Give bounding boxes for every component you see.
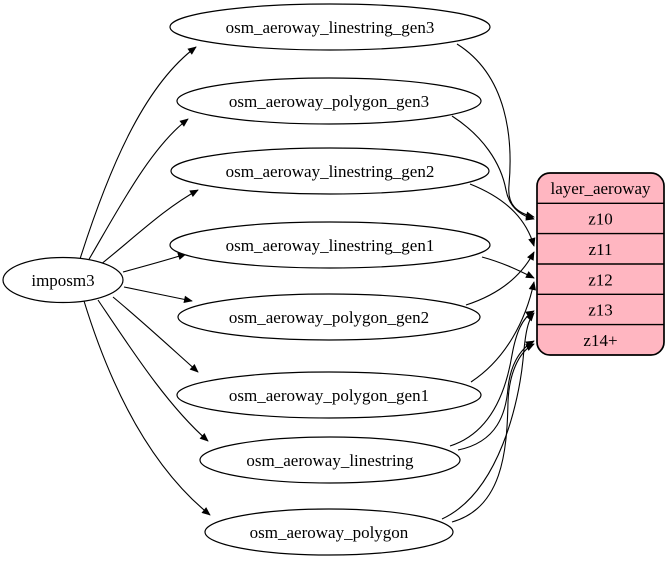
layer-row-z12: z12 [588, 270, 613, 289]
layer-row-z13: z13 [588, 301, 613, 320]
edge-polygon-gen3-z10 [451, 115, 535, 221]
edge-linestring-gen1-z12 [481, 256, 535, 279]
table-ellipse [177, 293, 481, 341]
table-ellipse [170, 147, 490, 195]
table-ellipse [169, 221, 491, 269]
edge-imposm3-linestring-gen2 [99, 189, 199, 266]
edge-polygon-gen1-z12 [470, 281, 536, 383]
table-node-osm-aeroway-polygon-gen1: osm_aeroway_polygon_gen1 [176, 371, 482, 419]
table-nodes: osm_aeroway_linestring_gen3 osm_aeroway_… [169, 3, 491, 556]
table-ellipse [204, 508, 454, 556]
table-node-osm-aeroway-linestring-gen3: osm_aeroway_linestring_gen3 [169, 3, 491, 51]
edge-imposm3-linestring-gen1 [122, 252, 187, 273]
edge-polygon-gen2-z11 [465, 251, 535, 306]
edges-to-layer [441, 43, 536, 523]
edge-imposm3-linestring-gen3 [79, 46, 197, 260]
imposm3-ellipse [2, 256, 124, 304]
table-node-osm-aeroway-polygon-gen3: osm_aeroway_polygon_gen3 [176, 77, 482, 125]
edge-imposm3-polygon [83, 300, 211, 516]
table-node-osm-aeroway-linestring-gen2: osm_aeroway_linestring_gen2 [170, 147, 490, 195]
layer-row-z10: z10 [588, 210, 613, 229]
edge-imposm3-polygon-gen2 [123, 286, 193, 304]
table-label: osm_aeroway_linestring [246, 451, 414, 470]
table-label: osm_aeroway_linestring_gen2 [226, 162, 435, 181]
edges-from-source [79, 46, 211, 516]
edge-polygon-z14 [451, 343, 535, 523]
table-ellipse [169, 3, 491, 51]
edge-linestring-gen2-z11 [469, 183, 536, 247]
table-label: osm_aeroway_linestring_gen3 [226, 18, 435, 37]
layer-title: layer_aeroway [550, 179, 651, 198]
table-node-osm-aeroway-polygon-gen2: osm_aeroway_polygon_gen2 [177, 293, 481, 341]
edge-linestring-gen3-z10 [456, 43, 535, 219]
edge-linestring-z13 [449, 310, 535, 447]
edge-linestring-z14 [457, 340, 535, 451]
imposm3-label: imposm3 [31, 271, 94, 290]
table-node-osm-aeroway-linestring: osm_aeroway_linestring [199, 436, 461, 484]
table-label: osm_aeroway_polygon [250, 523, 409, 542]
layer-row-z11: z11 [589, 240, 613, 259]
table-ellipse [176, 77, 482, 125]
source-node-imposm3: imposm3 [2, 256, 124, 304]
edge-imposm3-polygon-gen1 [112, 296, 199, 373]
edge-polygon-z13 [441, 312, 535, 520]
table-ellipse [199, 436, 461, 484]
layer-node: layer_aeroway z10 z11 z12 z13 z14+ [536, 172, 665, 356]
table-node-osm-aeroway-polygon: osm_aeroway_polygon [204, 508, 454, 556]
table-node-osm-aeroway-linestring-gen1: osm_aeroway_linestring_gen1 [169, 221, 491, 269]
layer-row-z14: z14+ [583, 331, 617, 350]
table-ellipse [176, 371, 482, 419]
table-label: osm_aeroway_linestring_gen1 [226, 236, 435, 255]
edge-imposm3-polygon-gen3 [87, 118, 189, 262]
edge-imposm3-linestring [97, 299, 209, 442]
table-label: osm_aeroway_polygon_gen3 [229, 92, 429, 111]
table-label: osm_aeroway_polygon_gen1 [229, 386, 429, 405]
table-label: osm_aeroway_polygon_gen2 [229, 308, 429, 327]
